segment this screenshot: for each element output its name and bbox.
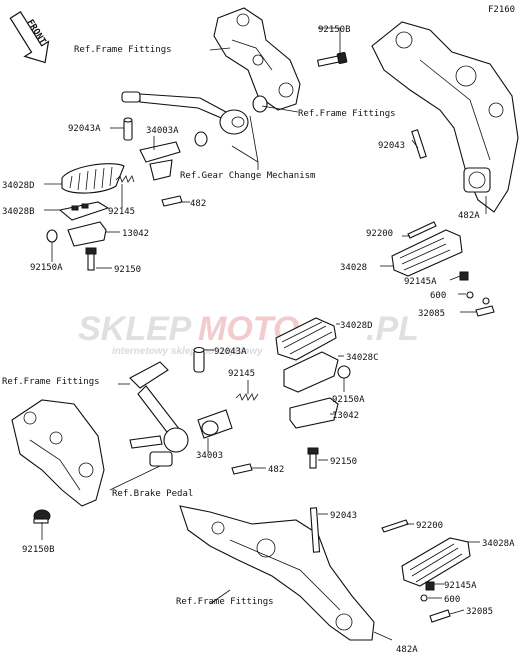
pin-92043A xyxy=(123,117,133,141)
bracket-13042-mid xyxy=(289,397,339,429)
pin-92043-right xyxy=(411,129,427,159)
washer-ring-left xyxy=(194,131,208,147)
cotter-pin-482-left xyxy=(161,195,183,207)
spring-92145-left xyxy=(115,175,135,183)
label-92043A-mid: 92043A xyxy=(214,347,247,357)
washer-600-right xyxy=(466,291,490,305)
label-ref-frame-fittings-1: Ref.Frame Fittings xyxy=(74,45,172,55)
washer-92200-right xyxy=(407,221,437,239)
footpeg-34028A xyxy=(401,537,471,587)
label-92150A-left: 92150A xyxy=(30,263,63,273)
label-32085-right: 32085 xyxy=(418,309,445,319)
spring-92145A-right xyxy=(459,271,469,281)
part-labels: Ref.Frame Fittings 92150B Ref.Frame Fitt… xyxy=(2,25,515,655)
washer-600-bottom xyxy=(420,594,428,602)
label-ref-brake-pedal: Ref.Brake Pedal xyxy=(112,489,193,499)
left-frame-bracket-lower xyxy=(11,399,105,507)
label-ref-frame-fittings-4: Ref.Frame Fittings xyxy=(176,597,274,607)
label-13042-left: 13042 xyxy=(122,229,149,239)
label-92150-left: 92150 xyxy=(114,265,141,275)
right-frame-bracket-lower xyxy=(179,505,375,641)
label-34028D-left: 34028D xyxy=(2,181,35,191)
washer-92200-bottom xyxy=(381,519,409,533)
label-92200-bottom: 92200 xyxy=(416,521,443,531)
label-34028D-mid: 34028D xyxy=(340,321,373,331)
footpeg-34028-right xyxy=(391,229,463,277)
bolt-92150-mid xyxy=(307,447,319,469)
bolt-92150B-upper xyxy=(316,51,348,67)
label-92043A-top: 92043A xyxy=(68,124,101,134)
label-ref-gear-change: Ref.Gear Change Mechanism xyxy=(180,171,315,181)
label-ref-frame-fittings-2: Ref.Frame Fittings xyxy=(298,109,396,119)
bolt-92150A-left xyxy=(46,229,58,243)
watermark: SKLEP MOTO .PL internetowy sklep motocyk… xyxy=(78,310,419,357)
footpeg-34028B xyxy=(58,201,110,221)
label-482-left: 482 xyxy=(190,199,206,209)
label-92043-bottom: 92043 xyxy=(330,511,357,521)
right-frame-bracket-upper xyxy=(371,21,519,213)
spring-92145A-bottom xyxy=(425,581,435,591)
footpeg-rubber-34028D-left xyxy=(61,163,125,194)
label-92150-mid: 92150 xyxy=(330,457,357,467)
label-92150B-bottom: 92150B xyxy=(22,545,55,555)
label-482A-right: 482A xyxy=(458,211,480,221)
spring-92145-mid xyxy=(235,393,259,401)
label-92145-mid: 92145 xyxy=(228,369,255,379)
footpeg-rubber-34028D-mid xyxy=(275,317,337,361)
cotter-pin-482-mid xyxy=(231,463,253,475)
shift-pedal-lever xyxy=(121,91,249,135)
brake-pedal xyxy=(129,361,189,467)
label-34003: 34003 xyxy=(196,451,223,461)
leader-lines xyxy=(41,27,487,641)
label-92150A-mid: 92150A xyxy=(332,395,365,405)
bolt-92150B-lower xyxy=(33,509,51,524)
label-482A-bottom: 482A xyxy=(396,645,418,655)
label-92145-left: 92145 xyxy=(108,207,135,217)
footpeg-holder-34003A xyxy=(139,141,181,181)
label-92200-right: 92200 xyxy=(366,229,393,239)
bracket-13042-left xyxy=(67,221,107,247)
cotter-32085-bottom xyxy=(429,609,451,623)
label-482-mid: 482 xyxy=(268,465,284,475)
label-13042-mid: 13042 xyxy=(332,411,359,421)
label-92145A-bottom: 92145A xyxy=(444,581,477,591)
figure-code: F2160 xyxy=(488,5,515,15)
label-34028-right: 34028 xyxy=(340,263,367,273)
footpeg-34028C xyxy=(283,351,339,393)
label-34028C: 34028C xyxy=(346,353,379,363)
label-92043-right: 92043 xyxy=(378,141,405,151)
cotter-32085-right xyxy=(475,305,495,317)
label-34003A: 34003A xyxy=(146,126,179,136)
label-92150B-top: 92150B xyxy=(318,25,351,35)
oil-seal-ring xyxy=(252,95,268,113)
bolt-92150A-mid xyxy=(337,365,351,379)
label-34028B: 34028B xyxy=(2,207,35,217)
label-34028A: 34028A xyxy=(482,539,515,549)
label-ref-frame-fittings-3: Ref.Frame Fittings xyxy=(2,377,100,387)
label-92145A-right: 92145A xyxy=(404,277,437,287)
watermark-sub: internetowy sklep motocyklowy xyxy=(112,346,263,357)
watermark-brand-c: .PL xyxy=(366,310,419,348)
footpeg-holder-34003 xyxy=(197,409,233,439)
label-600-bottom: 600 xyxy=(444,595,460,605)
label-32085-bottom: 32085 xyxy=(466,607,493,617)
bolt-92150-left xyxy=(85,247,97,271)
watermark-brand-a: SKLEP xyxy=(78,310,192,348)
pin-92043A-mid xyxy=(193,346,205,373)
pin-92043-bottom xyxy=(309,507,321,553)
front-arrow-icon xyxy=(9,11,50,64)
label-600-right: 600 xyxy=(430,291,446,301)
left-frame-bracket-upper xyxy=(213,7,301,111)
